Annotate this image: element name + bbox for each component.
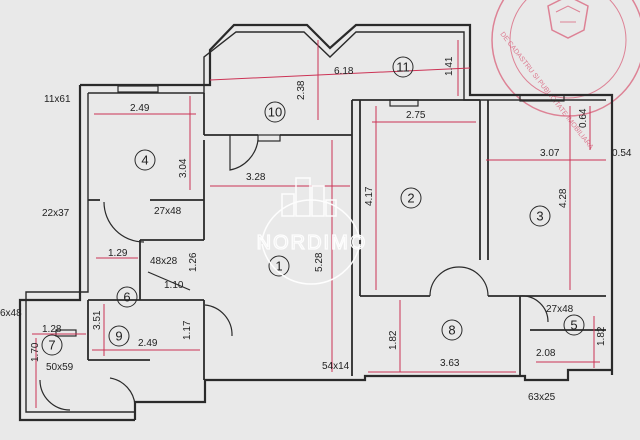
room-7-label: 7: [48, 338, 55, 353]
dim-label: 22x37: [42, 208, 70, 219]
dim-label: 4.28: [558, 188, 569, 208]
dim-label: 3.51: [92, 310, 103, 330]
room-10-label: 10: [268, 105, 282, 120]
dim-label: 0.64: [578, 108, 589, 128]
room-circles: [41, 56, 585, 356]
dim-label: 2.75: [406, 110, 426, 121]
dim-label: 1.10: [164, 280, 184, 291]
official-stamp-icon: [491, 0, 640, 117]
dim-label: 4.17: [364, 186, 375, 206]
dim-label: 0.54: [612, 148, 632, 159]
dim-label: 3.28: [246, 172, 266, 183]
dim-label: 54x14: [322, 361, 350, 372]
dim-label: 1.26: [188, 252, 199, 272]
room-6-label: 6: [123, 290, 130, 305]
dim-label: 1.70: [30, 342, 41, 362]
dim-label: 48x28: [150, 256, 178, 267]
dim-label: 2.49: [130, 103, 150, 114]
room-2-label: 2: [407, 191, 414, 206]
dim-label: 1.82: [596, 326, 607, 346]
dim-label: 1.17: [182, 320, 193, 340]
dim-label: 3.04: [178, 158, 189, 178]
room-11-label: 11: [396, 60, 410, 75]
dim-label: 1.41: [444, 56, 455, 76]
dim-label: 2.49: [138, 338, 158, 349]
dim-label: 5.28: [314, 252, 325, 272]
dim-label: 50x59: [46, 362, 74, 373]
interior-walls: [87, 93, 606, 380]
dim-label: 3.07: [540, 148, 560, 159]
dim-label: 1.82: [388, 330, 399, 350]
dim-label: 1.28: [42, 324, 62, 335]
building-logo-icon: [261, 177, 361, 285]
dim-label: 6x48: [0, 308, 22, 319]
dim-label: 27x48: [154, 206, 182, 217]
dim-label: 11x61: [44, 94, 71, 105]
dim-label: 6.18: [334, 66, 354, 77]
door-arcs: [39, 135, 549, 411]
room-8-label: 8: [448, 323, 455, 338]
watermark-brand: NORDIMO: [257, 232, 368, 254]
dim-label: 2.38: [296, 80, 307, 100]
dim-label: 1.29: [108, 248, 128, 259]
dim-label: 2.08: [536, 348, 556, 359]
dim-label: 3.63: [440, 358, 460, 369]
room-9-label: 9: [115, 329, 122, 344]
room-5-label: 5: [570, 318, 577, 333]
dim-label: 63x25: [528, 392, 556, 403]
windows: [55, 85, 565, 337]
room-4-label: 4: [141, 153, 148, 168]
measurement-lines: [32, 40, 606, 408]
room-3-label: 3: [536, 209, 543, 224]
dim-label: 27x48: [546, 304, 574, 315]
room-1-label: 1: [275, 259, 282, 274]
